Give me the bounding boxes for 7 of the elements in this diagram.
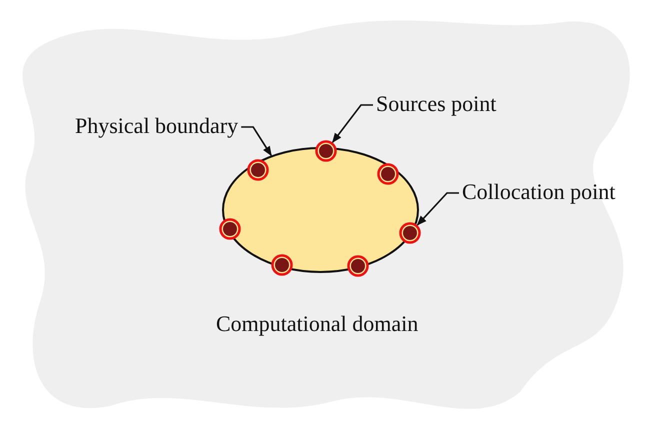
domain-label: Computational domain bbox=[216, 313, 418, 335]
callout-label: Sources point bbox=[376, 93, 496, 115]
callout-label: Physical boundary bbox=[75, 115, 238, 137]
leader-line bbox=[332, 104, 373, 144]
leader-line bbox=[416, 192, 459, 226]
leader-line bbox=[241, 126, 272, 156]
callout-label: Collocation point bbox=[462, 181, 616, 203]
